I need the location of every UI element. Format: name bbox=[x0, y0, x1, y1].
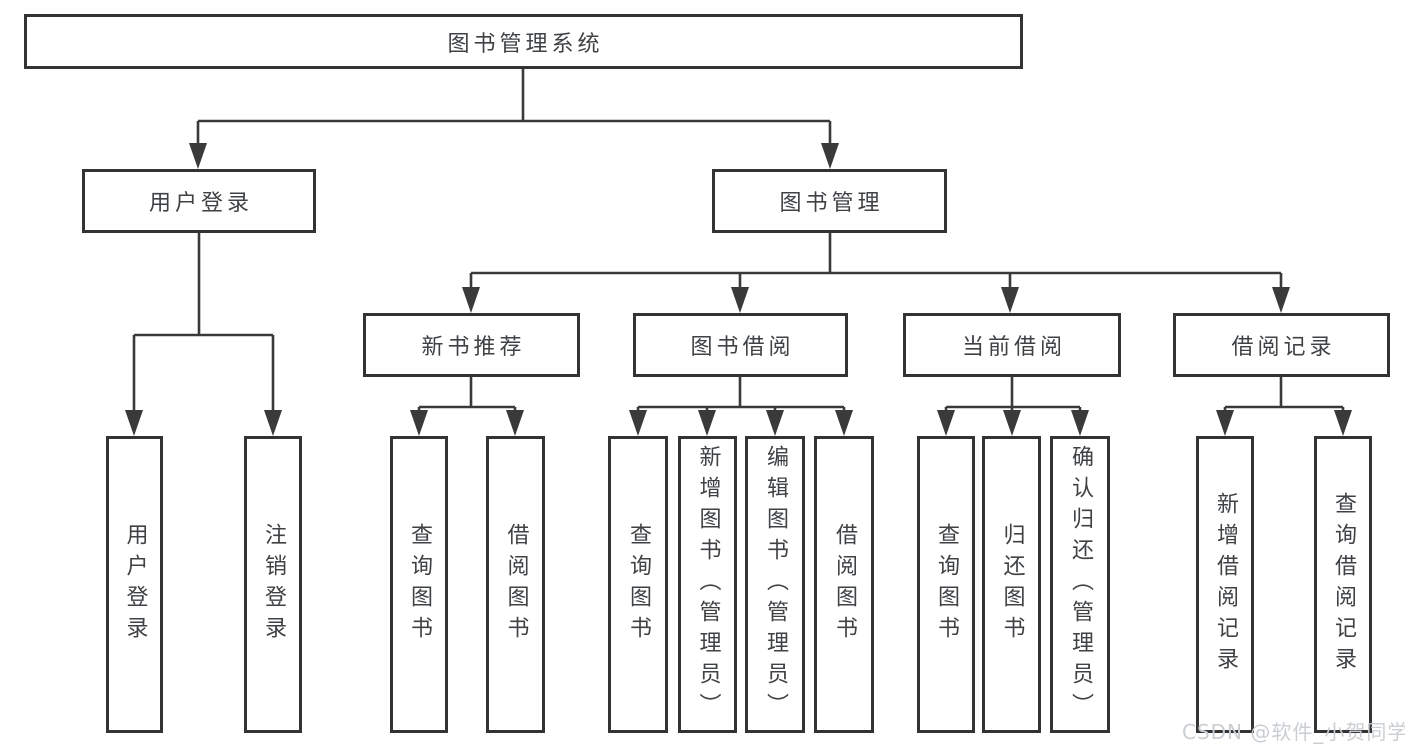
connector-records-to-leaves bbox=[1216, 377, 1352, 436]
leaf-logout: 注销登录 bbox=[244, 436, 302, 733]
leaf-current-query-books-label: 查询图书 bbox=[934, 522, 959, 647]
csdn-watermark: CSDN @软件_小贺同学 bbox=[1182, 720, 1405, 744]
node-system-root: 图书管理系统 bbox=[24, 14, 1023, 69]
connector-login-to-leaves bbox=[125, 233, 282, 436]
leaf-logout-label: 注销登录 bbox=[261, 522, 286, 647]
leaf-current-return-books-label: 归还图书 bbox=[999, 522, 1025, 647]
leaf-query-borrow-record-label: 查询借阅记录 bbox=[1331, 491, 1356, 678]
connector-root-to-level2 bbox=[189, 69, 839, 169]
leaf-current-return-books: 归还图书 bbox=[982, 436, 1041, 733]
leaf-borrow-query-books: 查询图书 bbox=[608, 436, 668, 733]
node-new-book-recommend: 新书推荐 bbox=[363, 313, 580, 377]
node-current-borrow: 当前借阅 bbox=[903, 313, 1121, 377]
leaf-borrow-edit-books-admin-label: 编辑图书（管理员） bbox=[763, 445, 788, 724]
node-user-login-branch-label: 用户登录 bbox=[148, 191, 253, 216]
leaf-user-login-label: 用户登录 bbox=[122, 522, 148, 647]
node-current-borrow-label: 当前借阅 bbox=[961, 335, 1066, 360]
leaf-borrow-borrow-books-label: 借阅图书 bbox=[832, 522, 857, 647]
leaf-current-confirm-return-admin-label: 确认归还（管理员） bbox=[1068, 445, 1093, 724]
node-new-book-recommend-label: 新书推荐 bbox=[421, 335, 526, 360]
leaf-borrow-edit-books-admin: 编辑图书（管理员） bbox=[745, 436, 805, 733]
leaf-recommend-borrow-books: 借阅图书 bbox=[486, 436, 545, 733]
leaf-current-query-books: 查询图书 bbox=[917, 436, 975, 733]
node-system-root-label: 图书管理系统 bbox=[447, 31, 604, 57]
node-borrow-records-label: 借阅记录 bbox=[1231, 335, 1336, 360]
leaf-recommend-query-books-label: 查询图书 bbox=[407, 522, 432, 647]
leaf-add-borrow-record: 新增借阅记录 bbox=[1196, 436, 1254, 733]
node-book-management-branch: 图书管理 bbox=[712, 169, 947, 233]
leaf-borrow-borrow-books: 借阅图书 bbox=[814, 436, 874, 733]
connector-borrow-to-leaves bbox=[629, 377, 853, 436]
leaf-borrow-add-books-admin-label: 新增图书（管理员） bbox=[695, 445, 721, 724]
leaf-user-login: 用户登录 bbox=[106, 436, 163, 733]
connector-recommend-to-leaves bbox=[410, 377, 524, 436]
leaf-borrow-query-books-label: 查询图书 bbox=[626, 522, 651, 647]
node-book-management-branch-label: 图书管理 bbox=[779, 191, 884, 216]
leaf-add-borrow-record-label: 新增借阅记录 bbox=[1213, 491, 1238, 678]
node-book-borrow: 图书借阅 bbox=[633, 313, 848, 377]
leaf-current-confirm-return-admin: 确认归还（管理员） bbox=[1050, 436, 1110, 733]
node-borrow-records: 借阅记录 bbox=[1173, 313, 1390, 377]
leaf-borrow-add-books-admin: 新增图书（管理员） bbox=[678, 436, 737, 733]
connector-current-to-leaves bbox=[937, 377, 1089, 436]
leaf-recommend-borrow-books-label: 借阅图书 bbox=[503, 522, 529, 647]
leaf-recommend-query-books: 查询图书 bbox=[390, 436, 448, 733]
connector-manage-to-level3 bbox=[462, 233, 1290, 313]
node-book-borrow-label: 图书借阅 bbox=[690, 335, 795, 360]
leaf-query-borrow-record: 查询借阅记录 bbox=[1314, 436, 1372, 733]
node-user-login-branch: 用户登录 bbox=[82, 169, 316, 233]
